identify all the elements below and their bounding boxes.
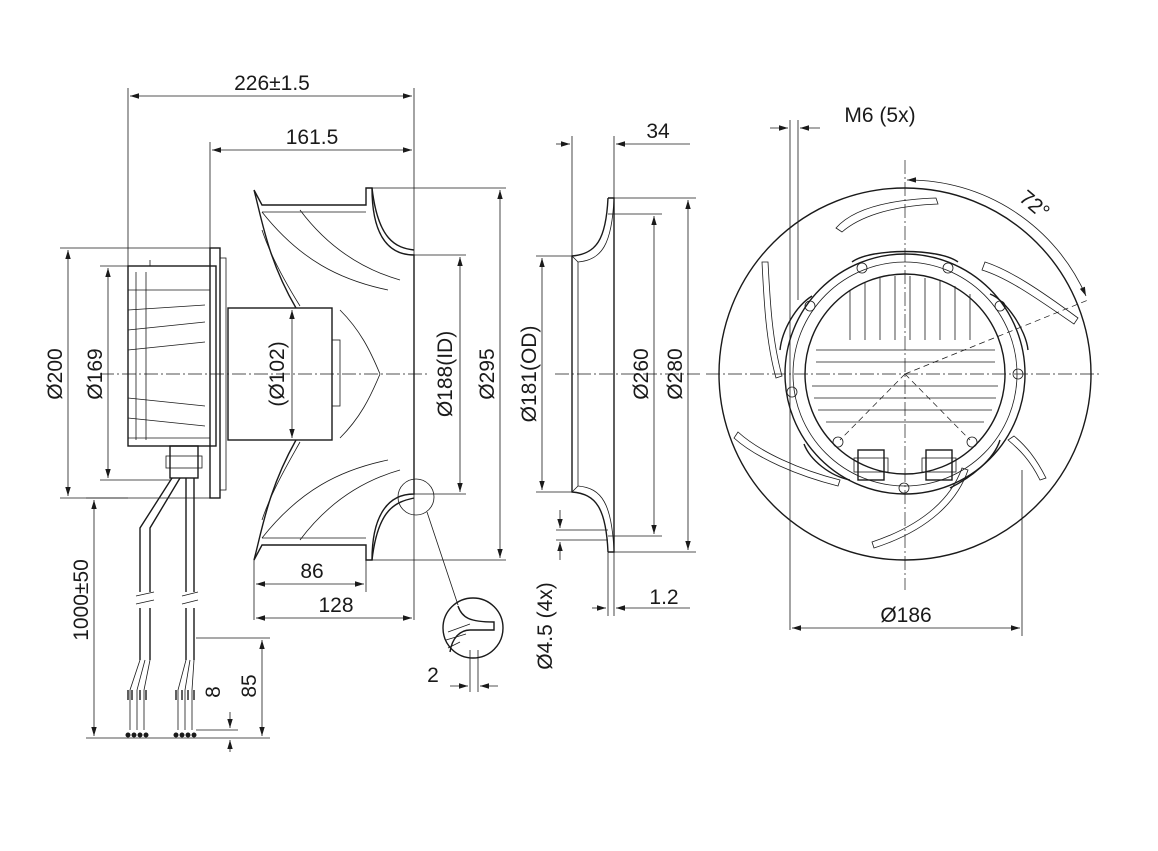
inlet-ring-view — [555, 197, 700, 553]
label-dia-280: Ø280 — [664, 348, 687, 399]
side-view-dimensions — [60, 88, 506, 752]
label-34: 34 — [646, 120, 670, 143]
label-85: 85 — [238, 674, 261, 697]
front-view-dimensions — [770, 120, 1023, 636]
side-view-labels: 226±1.5 161.5 Ø200 Ø169 (Ø102) Ø188(ID) … — [44, 72, 499, 698]
label-1000: 1000±50 — [70, 559, 93, 641]
label-2: 2 — [427, 664, 439, 687]
label-12: 1.2 — [649, 586, 678, 609]
label-dia-295: Ø295 — [476, 348, 499, 399]
label-128: 128 — [318, 594, 353, 617]
label-226: 226±1.5 — [234, 72, 310, 95]
label-dia-260: Ø260 — [630, 348, 653, 399]
ring-view-dimensions — [536, 136, 696, 616]
label-dia-102: (Ø102) — [266, 341, 289, 406]
fan-front-view — [706, 160, 1100, 590]
fan-side-view — [100, 187, 504, 738]
label-dia-45: Ø4.5 (4x) — [534, 582, 557, 670]
label-dia-181: Ø181(OD) — [518, 326, 541, 423]
label-dia-169: Ø169 — [84, 348, 107, 399]
label-dia-186: Ø186 — [880, 604, 931, 627]
label-dia-200: Ø200 — [44, 348, 67, 399]
ring-view-labels: 34 Ø181(OD) Ø260 Ø280 Ø4.5 (4x) 1.2 — [518, 120, 687, 670]
label-8: 8 — [202, 686, 225, 698]
label-86: 86 — [300, 560, 323, 583]
label-dia-188: Ø188(ID) — [434, 331, 457, 417]
label-161: 161.5 — [286, 126, 339, 149]
label-m6: M6 (5x) — [844, 104, 915, 127]
label-72: 72° — [1015, 186, 1054, 224]
